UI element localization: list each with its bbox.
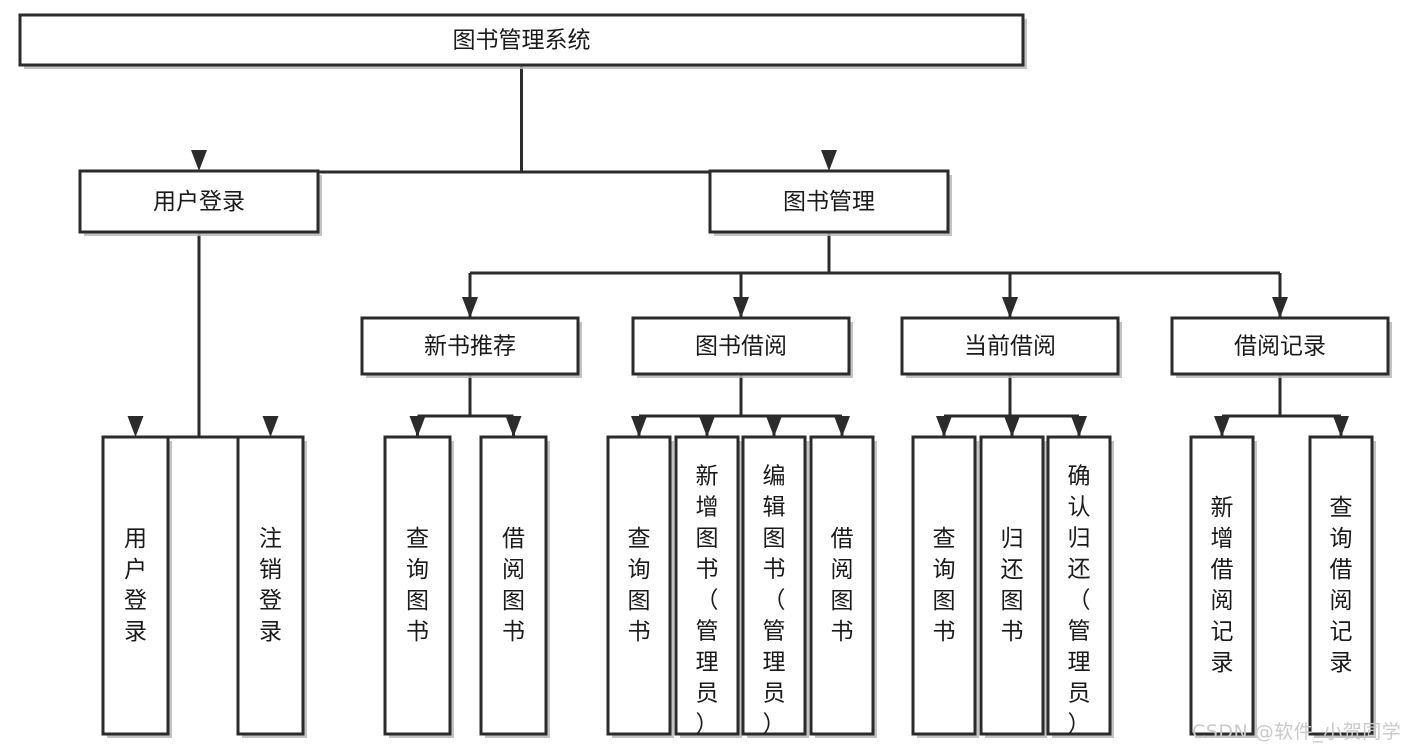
node-box bbox=[809, 435, 875, 736]
node-label: 编辑图书（管理员） bbox=[763, 463, 786, 737]
node-box bbox=[18, 13, 1025, 67]
node-leaf-add-book[interactable]: 新增图书（管理员） bbox=[674, 435, 742, 738]
node-leaf-query-book-recommend[interactable]: 查询图书 bbox=[383, 435, 454, 738]
node-box bbox=[606, 435, 672, 736]
node-label: 借阅记录 bbox=[1234, 334, 1326, 360]
node-book-borrow[interactable]: 图书借阅 bbox=[631, 316, 853, 378]
node-label: 查询图书 bbox=[933, 526, 956, 645]
node-box bbox=[1189, 435, 1255, 736]
node-leaf-user-login[interactable]: 用户登录 bbox=[101, 435, 172, 738]
node-box bbox=[1046, 435, 1112, 736]
node-box bbox=[1308, 435, 1374, 736]
node-label: 查询借阅记录 bbox=[1330, 495, 1353, 676]
node-box bbox=[631, 316, 851, 376]
node-current-borrow[interactable]: 当前借阅 bbox=[900, 316, 1122, 378]
node-label: 注销登录 bbox=[259, 526, 282, 645]
node-new-book-recommend[interactable]: 新书推荐 bbox=[360, 316, 582, 378]
node-layer: 图书管理系统用户登录图书管理新书推荐图书借阅当前借阅借阅记录用户登录注销登录查询… bbox=[18, 13, 1392, 738]
node-borrow-record[interactable]: 借阅记录 bbox=[1170, 316, 1392, 378]
node-leaf-add-borrow-record[interactable]: 新增借阅记录 bbox=[1189, 435, 1257, 738]
node-leaf-edit-book[interactable]: 编辑图书（管理员） bbox=[741, 435, 809, 738]
node-box bbox=[1170, 316, 1390, 376]
node-root[interactable]: 图书管理系统 bbox=[18, 13, 1027, 69]
node-label: 归还图书 bbox=[1001, 526, 1024, 645]
node-box bbox=[383, 435, 452, 736]
node-leaf-user-logout[interactable]: 注销登录 bbox=[236, 435, 307, 738]
node-leaf-query-book-borrow[interactable]: 查询图书 bbox=[606, 435, 674, 738]
node-leaf-query-book-current[interactable]: 查询图书 bbox=[911, 435, 979, 738]
node-label: 查询图书 bbox=[406, 526, 429, 645]
node-label: 图书借阅 bbox=[695, 334, 787, 360]
node-box bbox=[741, 435, 807, 736]
node-label: 用户登录 bbox=[124, 526, 147, 645]
node-label: 确认归还（管理员） bbox=[1068, 463, 1091, 737]
node-box bbox=[911, 435, 977, 736]
node-leaf-return-book[interactable]: 归还图书 bbox=[979, 435, 1047, 738]
node-box bbox=[236, 435, 305, 736]
node-box bbox=[101, 435, 170, 736]
node-leaf-confirm-return[interactable]: 确认归还（管理员） bbox=[1046, 435, 1114, 738]
node-book-manage[interactable]: 图书管理 bbox=[708, 169, 952, 236]
connector-layer bbox=[127, 65, 1349, 439]
node-label: 借阅图书 bbox=[831, 526, 854, 645]
node-leaf-borrow-book-recommend[interactable]: 借阅图书 bbox=[479, 435, 550, 738]
node-box bbox=[708, 169, 950, 234]
node-label: 当前借阅 bbox=[964, 334, 1056, 360]
node-label: 图书管理 bbox=[783, 189, 875, 215]
node-box bbox=[979, 435, 1045, 736]
node-box bbox=[360, 316, 580, 376]
node-label: 用户登录 bbox=[153, 189, 245, 215]
node-box bbox=[674, 435, 740, 736]
node-box bbox=[479, 435, 548, 736]
node-label: 新书推荐 bbox=[424, 334, 516, 360]
node-leaf-borrow-book[interactable]: 借阅图书 bbox=[809, 435, 877, 738]
node-label: 新增借阅记录 bbox=[1211, 495, 1234, 676]
node-label: 借阅图书 bbox=[502, 526, 525, 645]
node-leaf-query-borrow-record[interactable]: 查询借阅记录 bbox=[1308, 435, 1376, 738]
node-box bbox=[900, 316, 1120, 376]
node-label: 图书管理系统 bbox=[453, 28, 591, 54]
node-label: 新增图书（管理员） bbox=[696, 463, 719, 737]
node-box bbox=[78, 169, 320, 234]
node-user-login[interactable]: 用户登录 bbox=[78, 169, 322, 236]
node-label: 查询图书 bbox=[628, 526, 651, 645]
